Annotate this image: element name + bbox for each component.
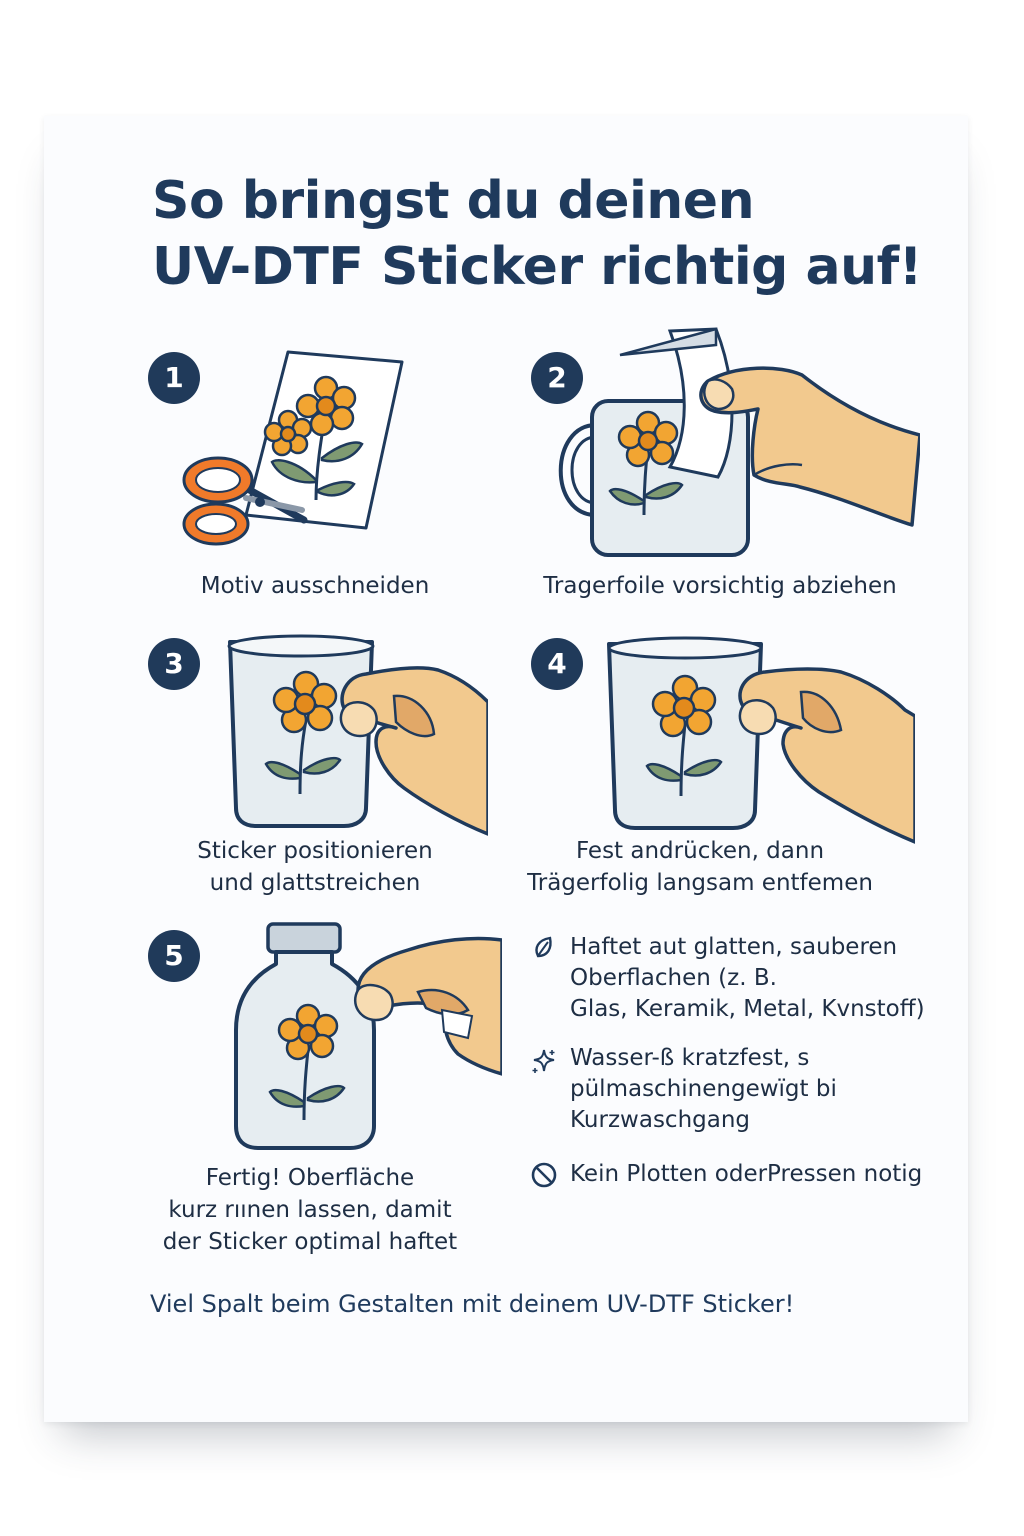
scissors-icon xyxy=(182,456,308,546)
flower-icon xyxy=(268,1003,346,1121)
feature-2-line-3: Kurzwaschgang xyxy=(570,1107,751,1133)
flower-icon xyxy=(263,375,364,501)
feature-3-line-1: Kein Plotten oderPressen notig xyxy=(570,1161,923,1187)
leaf-icon xyxy=(535,936,552,958)
step-1-illustration xyxy=(182,350,404,546)
sticker-sheet xyxy=(244,350,404,530)
feature-item-no-tools: Kein Plotten oderPressen notig xyxy=(530,1159,970,1193)
step-5-caption-line-1: Fertig! Oberfläche xyxy=(205,1165,415,1191)
feature-2-line-1: Wasser-ß kratzfest, s xyxy=(570,1045,810,1071)
title-line-2: UV-DTF Sticker richtig auf! xyxy=(152,237,922,297)
flower-icon xyxy=(264,670,342,795)
feature-1-line-2: Oberflachen (z. B. xyxy=(570,965,777,991)
step-3-badge: 3 xyxy=(148,638,200,690)
step-5-caption: Fertig! Oberfläche kurz rıınen lassen, d… xyxy=(145,1162,475,1258)
step-3-caption-line-2: und glattstreichen xyxy=(209,870,421,896)
hand-icon xyxy=(699,366,920,527)
flower-icon xyxy=(645,674,723,797)
step-4-caption: Fest andrücken, dann Trägerfolig langsam… xyxy=(510,835,890,899)
step-5-illustration xyxy=(234,922,502,1150)
hand-icon xyxy=(738,667,915,844)
sparkle-icon xyxy=(532,1049,555,1073)
step-4-illustration xyxy=(607,636,915,844)
flower-icon xyxy=(608,410,684,516)
feature-1-line-1: Haftet aut glatten, sauberen xyxy=(570,934,898,960)
step-1-badge: 1 xyxy=(148,352,200,404)
feature-item-adhesion: Haftet aut glatten, sauberen Oberflachen… xyxy=(530,932,970,1028)
step-2-badge: 2 xyxy=(531,352,583,404)
step-1-caption: Motiv ausschneiden xyxy=(150,570,480,602)
step-2-caption: Tragerfoile vorsichtig abziehen xyxy=(520,570,920,602)
feature-2-line-2: pülmaschinengewïgt bi xyxy=(570,1076,837,1102)
step-5-caption-line-2: kurz rıınen lassen, damit xyxy=(168,1197,452,1223)
prohibited-icon xyxy=(531,1162,557,1188)
step-2-illustration xyxy=(558,327,920,557)
step-4-badge: 4 xyxy=(531,638,583,690)
title-line-1: So bringst du deinen xyxy=(152,171,755,231)
step-4-caption-line-2: Trägerfolig langsam entfemen xyxy=(527,870,873,896)
page-title: So bringst du deinen UV-DTF Sticker rich… xyxy=(152,168,972,300)
step-3-caption-line-1: Sticker positionieren xyxy=(197,838,433,864)
step-3-illustration xyxy=(227,634,488,836)
closing-message: Viel Spalt beim Gestalten mit deinem UV-… xyxy=(150,1290,795,1318)
step-4-caption-line-1: Fest andrücken, dann xyxy=(575,838,825,864)
step-5-badge: 5 xyxy=(148,930,200,982)
feature-item-durability: Wasser-ß kratzfest, s pülmaschinengewïgt… xyxy=(530,1043,970,1139)
feature-1-line-3: Glas, Keramik, Metal, Kvnstoff) xyxy=(570,996,925,1022)
hand-icon xyxy=(339,666,488,836)
hand-icon xyxy=(353,936,502,1076)
step-1-caption-line: Motiv ausschneiden xyxy=(200,573,430,599)
step-3-caption: Sticker positionieren und glattstreichen xyxy=(165,835,465,899)
carrier-film-icon xyxy=(619,327,734,479)
step-2-caption-line: Tragerfoile vorsichtig abziehen xyxy=(543,573,897,599)
mug-icon xyxy=(227,634,375,828)
step-5-caption-line-3: der Sticker optimal haftet xyxy=(162,1229,458,1255)
